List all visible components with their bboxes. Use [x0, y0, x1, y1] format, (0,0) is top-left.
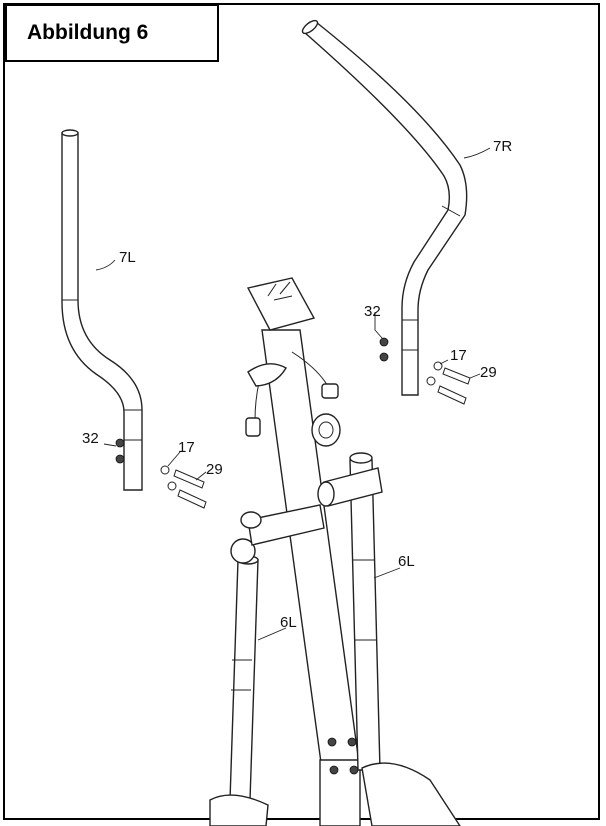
upright-arm-left	[209, 504, 325, 826]
label-7l: 7L	[119, 249, 136, 266]
main-mast	[245, 277, 361, 826]
leader-lines	[95, 147, 491, 641]
upright-arm-right	[317, 452, 461, 826]
label-6l-right: 6L	[398, 553, 415, 570]
handlebar-right	[301, 19, 468, 396]
figure-title: Abbildung 6	[27, 21, 149, 44]
nuts-right	[379, 337, 443, 386]
nuts-left	[115, 438, 177, 491]
label-17-right: 17	[450, 347, 467, 364]
label-6l-left: 6L	[280, 614, 297, 631]
bolts-left	[173, 469, 207, 509]
label-29-right: 29	[480, 364, 497, 381]
figure-title-box: Abbildung 6	[5, 4, 219, 62]
label-17-left: 17	[178, 439, 195, 456]
label-29-left: 29	[206, 461, 223, 478]
label-32-left: 32	[82, 430, 99, 447]
bolts-right	[437, 367, 471, 405]
label-7r: 7R	[493, 138, 512, 155]
label-32-right: 32	[364, 303, 381, 320]
handlebar-left	[61, 129, 143, 491]
